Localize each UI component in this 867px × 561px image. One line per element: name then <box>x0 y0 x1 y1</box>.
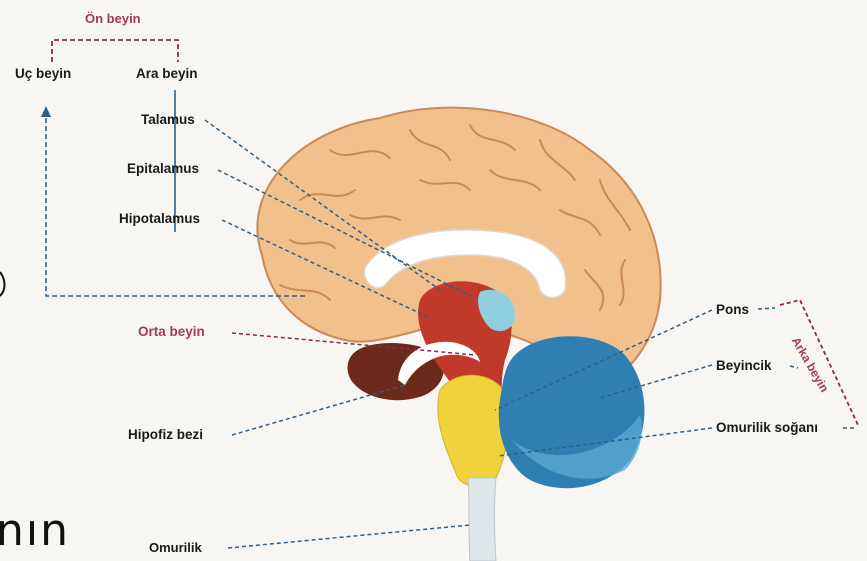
label-orta-beyin: Orta beyin <box>138 325 205 339</box>
handwritten-text: nın <box>0 505 70 556</box>
brainstem <box>438 375 509 486</box>
arka-beyin-bracket <box>780 300 858 425</box>
label-on-beyin: Ön beyin <box>85 12 141 25</box>
label-beyincik: Beyincik <box>716 359 772 373</box>
on-beyin-bracket <box>52 40 178 62</box>
label-epitalamus: Epitalamus <box>127 162 199 176</box>
label-talamus: Talamus <box>141 113 195 127</box>
beyincik-ext <box>790 366 798 368</box>
label-hipotalamus: Hipotalamus <box>119 212 200 226</box>
arrow-head <box>41 106 51 117</box>
label-hipofiz-bezi: Hipofiz bezi <box>128 428 203 442</box>
omurilik-leader <box>228 525 470 548</box>
label-omurilik: Omurilik <box>149 541 202 554</box>
label-omurilik-sogani: Omurilik soğanı <box>716 421 818 435</box>
stray-mark <box>0 272 5 296</box>
label-pons: Pons <box>716 303 749 317</box>
pons-ext <box>758 308 775 309</box>
spinal-cord <box>468 478 496 561</box>
label-ara-beyin: Ara beyin <box>136 67 198 81</box>
label-uc-beyin: Uç beyin <box>15 67 71 81</box>
